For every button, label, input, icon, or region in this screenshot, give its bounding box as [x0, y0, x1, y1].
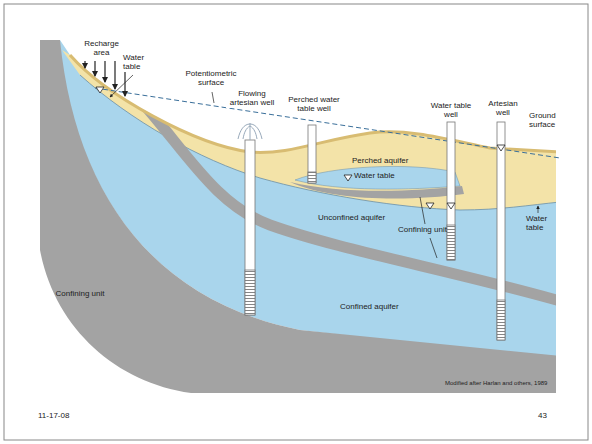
wells — [245, 122, 505, 340]
well-label: Flowing artesian well — [226, 90, 278, 108]
ground-label: Ground surface — [528, 112, 562, 130]
recharge-arrows — [85, 61, 125, 96]
aquifer-label: Unconfined aquifer — [318, 214, 385, 223]
credit-note: Modified after Harlan and others, 1989 — [445, 380, 547, 387]
water-table-symbols — [96, 87, 505, 209]
aquifer-label: Perched aquifer — [352, 157, 408, 166]
confining-label: Confining unit — [55, 290, 105, 299]
recharge-label: Recharge area — [78, 40, 125, 58]
slide-frame — [4, 4, 588, 440]
aquifer-label: Confined aquifer — [340, 303, 399, 312]
well-label: Artesian well — [482, 100, 524, 118]
perched-aquifer — [295, 166, 460, 189]
potentiometric-label: Potentiometric surface — [175, 70, 247, 88]
slide-number: 43 — [538, 412, 547, 421]
potentiometric-line — [95, 88, 560, 158]
water-table-label: Water table — [526, 215, 556, 233]
leader-lines — [110, 75, 538, 258]
slide-date: 11-17-08 — [38, 412, 69, 421]
well-label: Water table well — [424, 102, 478, 120]
perched-confining-lens — [290, 182, 464, 199]
fountain — [238, 123, 262, 140]
confining-label: Confining unit — [398, 226, 447, 235]
well-label: Perched water table well — [284, 96, 344, 114]
sky — [40, 36, 556, 152]
water-table-label: Water table — [122, 54, 154, 72]
water-table-label: Water table — [354, 172, 395, 181]
